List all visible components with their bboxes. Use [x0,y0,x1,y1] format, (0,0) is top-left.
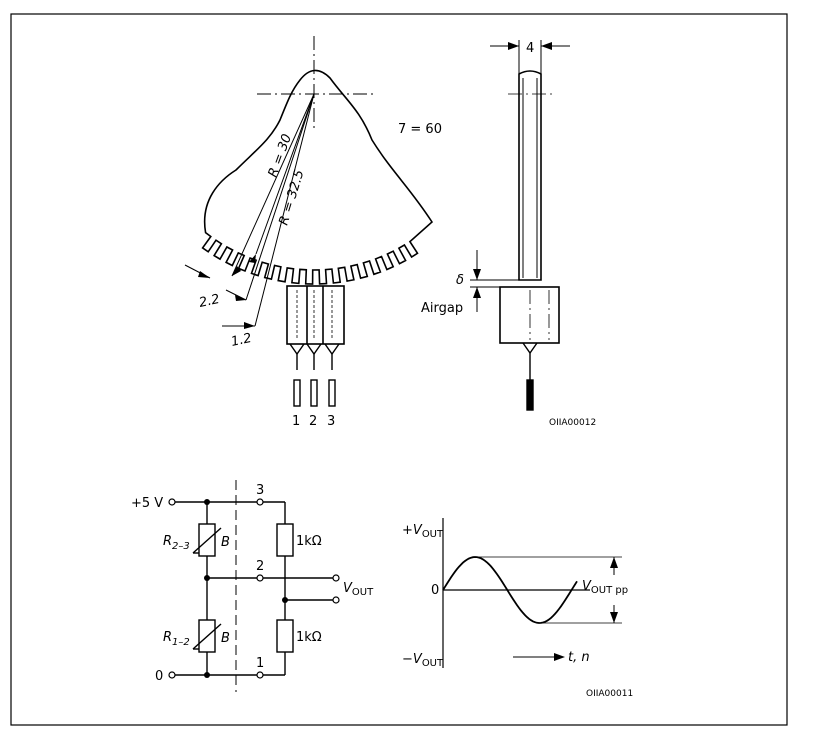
resistor-1k-bottom [276,619,294,653]
teeth-count-label: 7 = 60 [398,122,442,137]
airgap-arrows [473,269,481,298]
tooth-height-dim: 2.2 [198,292,221,311]
radius-leaders [184,93,315,327]
circuit-wires [175,501,333,676]
waveform-arrows [554,557,618,661]
vout-label: VOUT [343,581,374,598]
junction-dots [204,499,288,678]
gear-outline [201,69,434,285]
radius-outer-label: R = 32.5 [276,168,307,227]
gap-symbol: δ [456,273,464,288]
resistor-1k-top [276,523,294,557]
y-min-label: −VOUT [402,652,444,669]
zero-label: 0 [431,583,439,598]
field-label-bottom: B [221,631,230,646]
airgap-label: Airgap [421,301,463,316]
y-max-label: +VOUT [402,523,444,540]
sensor-leads [289,343,340,407]
figure-border [10,13,788,726]
figure-code-top: OIIA00012 [549,418,596,428]
r23-label: R2–3 [163,534,190,552]
r1k-top-label: 1kΩ [296,534,322,549]
supply-label: +5 V [131,496,163,511]
gear-center-cross [257,36,375,130]
gear-segment [201,69,434,285]
circuit-terminals [168,498,340,679]
dimension-arrows [198,254,256,329]
magnetoresistor-r12 [192,619,222,653]
ground-label: 0 [155,669,163,684]
side-view-lead [522,342,538,411]
pin-1-label: 1 [292,414,300,429]
r12-label: R1–2 [163,630,190,648]
sensor-front-view [286,285,345,345]
magnetoresistor-r23 [192,523,222,557]
r1k-bottom-label: 1kΩ [296,630,322,645]
side-view-centerlines [508,93,552,340]
node-3-label: 3 [256,483,264,498]
tooth-width-dim: 1.2 [230,331,253,350]
node-1-label: 1 [256,656,264,671]
node-2-label: 2 [256,559,264,574]
sine-wave [442,556,578,624]
x-axis-label: t, n [568,650,590,665]
figure-code-bottom: OIIA00011 [586,689,633,699]
vout-pp-label: VOUT pp [582,579,628,596]
pin-2-label: 2 [309,414,317,429]
field-label-top: B [221,535,230,550]
pin-3-label: 3 [327,414,335,429]
width-dimension-arrows [508,42,552,50]
radius-inner-label: R = 30 [266,132,295,179]
width-dim-label: 4 [526,41,534,56]
side-view [499,70,560,344]
